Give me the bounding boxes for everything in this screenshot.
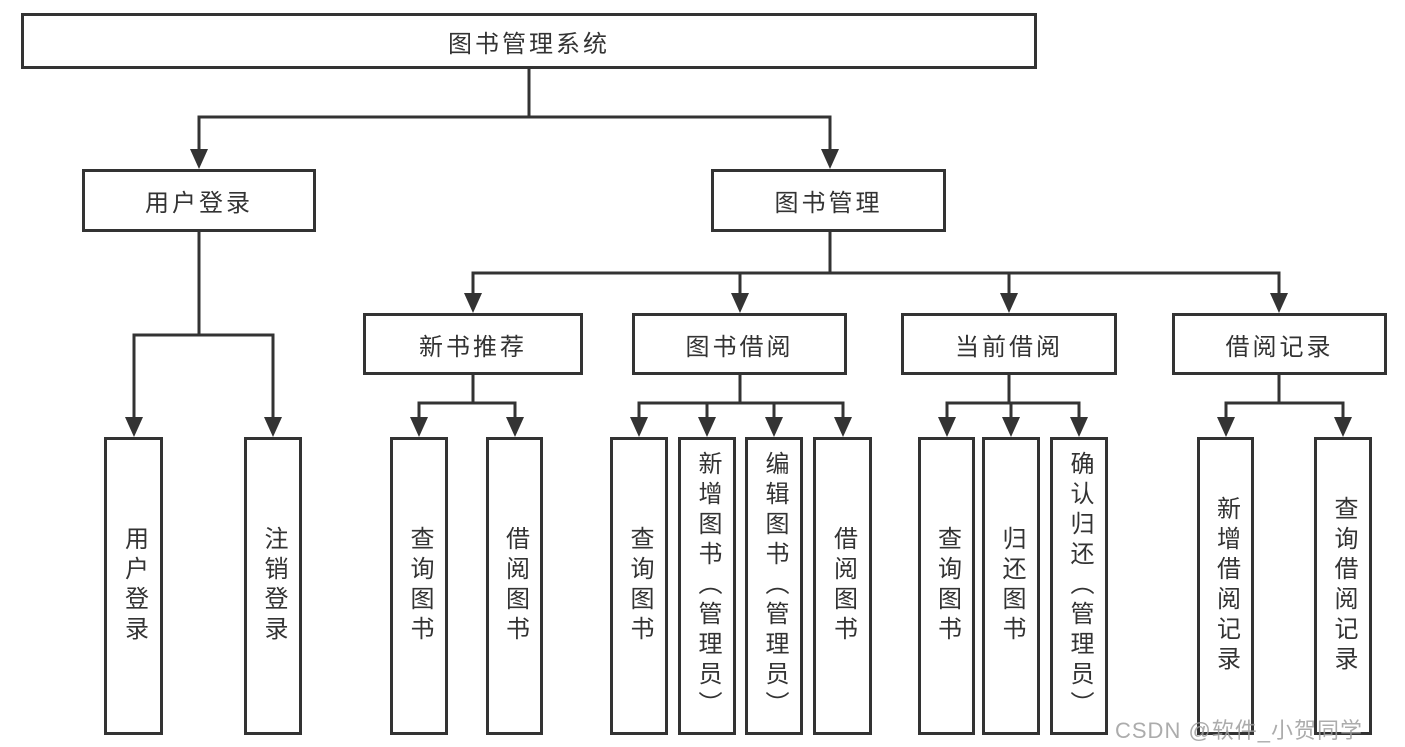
node-label: 当前借阅: [955, 333, 1063, 361]
node-label: 借阅图书: [501, 526, 529, 646]
arrowheads: [125, 149, 1352, 437]
node-label: 查询借阅记录: [1330, 496, 1357, 676]
node-label: 新增图书（管理员）: [694, 451, 721, 721]
node-label: 图书管理系统: [448, 30, 610, 58]
leaf-user-login: 用户登录: [104, 437, 163, 735]
node-label: 新书推荐: [419, 333, 527, 361]
node-current-borrowing: 当前借阅: [901, 313, 1117, 375]
node-label: 查询图书: [406, 526, 433, 646]
node-book-management: 图书管理: [711, 169, 946, 232]
node-label: 编辑图书（管理员）: [761, 451, 788, 721]
node-label: 注销登录: [260, 526, 287, 646]
leaf-add-borrow-record: 新增借阅记录: [1197, 437, 1254, 735]
csdn-watermark: CSDN @软件_小贺同学: [1115, 718, 1364, 743]
node-user-login: 用户登录: [82, 169, 316, 232]
leaf-return-books: 归还图书: [982, 437, 1040, 735]
node-label: 新增借阅记录: [1212, 496, 1240, 676]
node-label: 查询图书: [933, 526, 961, 646]
node-label: 借阅记录: [1225, 333, 1334, 361]
node-book-borrowing: 图书借阅: [632, 313, 847, 375]
leaf-borrow-books-borrowing: 借阅图书: [813, 437, 872, 735]
leaf-add-books-admin: 新增图书（管理员）: [678, 437, 736, 735]
leaf-query-books-current: 查询图书: [918, 437, 975, 735]
leaf-logout: 注销登录: [244, 437, 302, 735]
leaf-query-books-borrowing: 查询图书: [610, 437, 668, 735]
leaf-query-borrow-record: 查询借阅记录: [1314, 437, 1372, 735]
leaf-borrow-books-recommend: 借阅图书: [486, 437, 543, 735]
node-label: 用户登录: [120, 526, 148, 646]
node-borrowing-records: 借阅记录: [1172, 313, 1387, 375]
node-new-book-recommendation: 新书推荐: [363, 313, 583, 375]
node-label: 确认归还（管理员）: [1066, 451, 1093, 721]
leaf-confirm-return-admin: 确认归还（管理员）: [1050, 437, 1108, 735]
leaf-query-books-recommend: 查询图书: [390, 437, 448, 735]
node-label: 图书管理: [774, 190, 883, 217]
node-label: 图书借阅: [685, 333, 794, 361]
leaf-edit-books-admin: 编辑图书（管理员）: [745, 437, 803, 735]
node-label: 查询图书: [626, 526, 653, 646]
node-label: 归还图书: [998, 526, 1025, 646]
node-label: 借阅图书: [829, 526, 857, 646]
node-library-management-system: 图书管理系统: [21, 13, 1037, 69]
node-label: 用户登录: [145, 190, 253, 217]
